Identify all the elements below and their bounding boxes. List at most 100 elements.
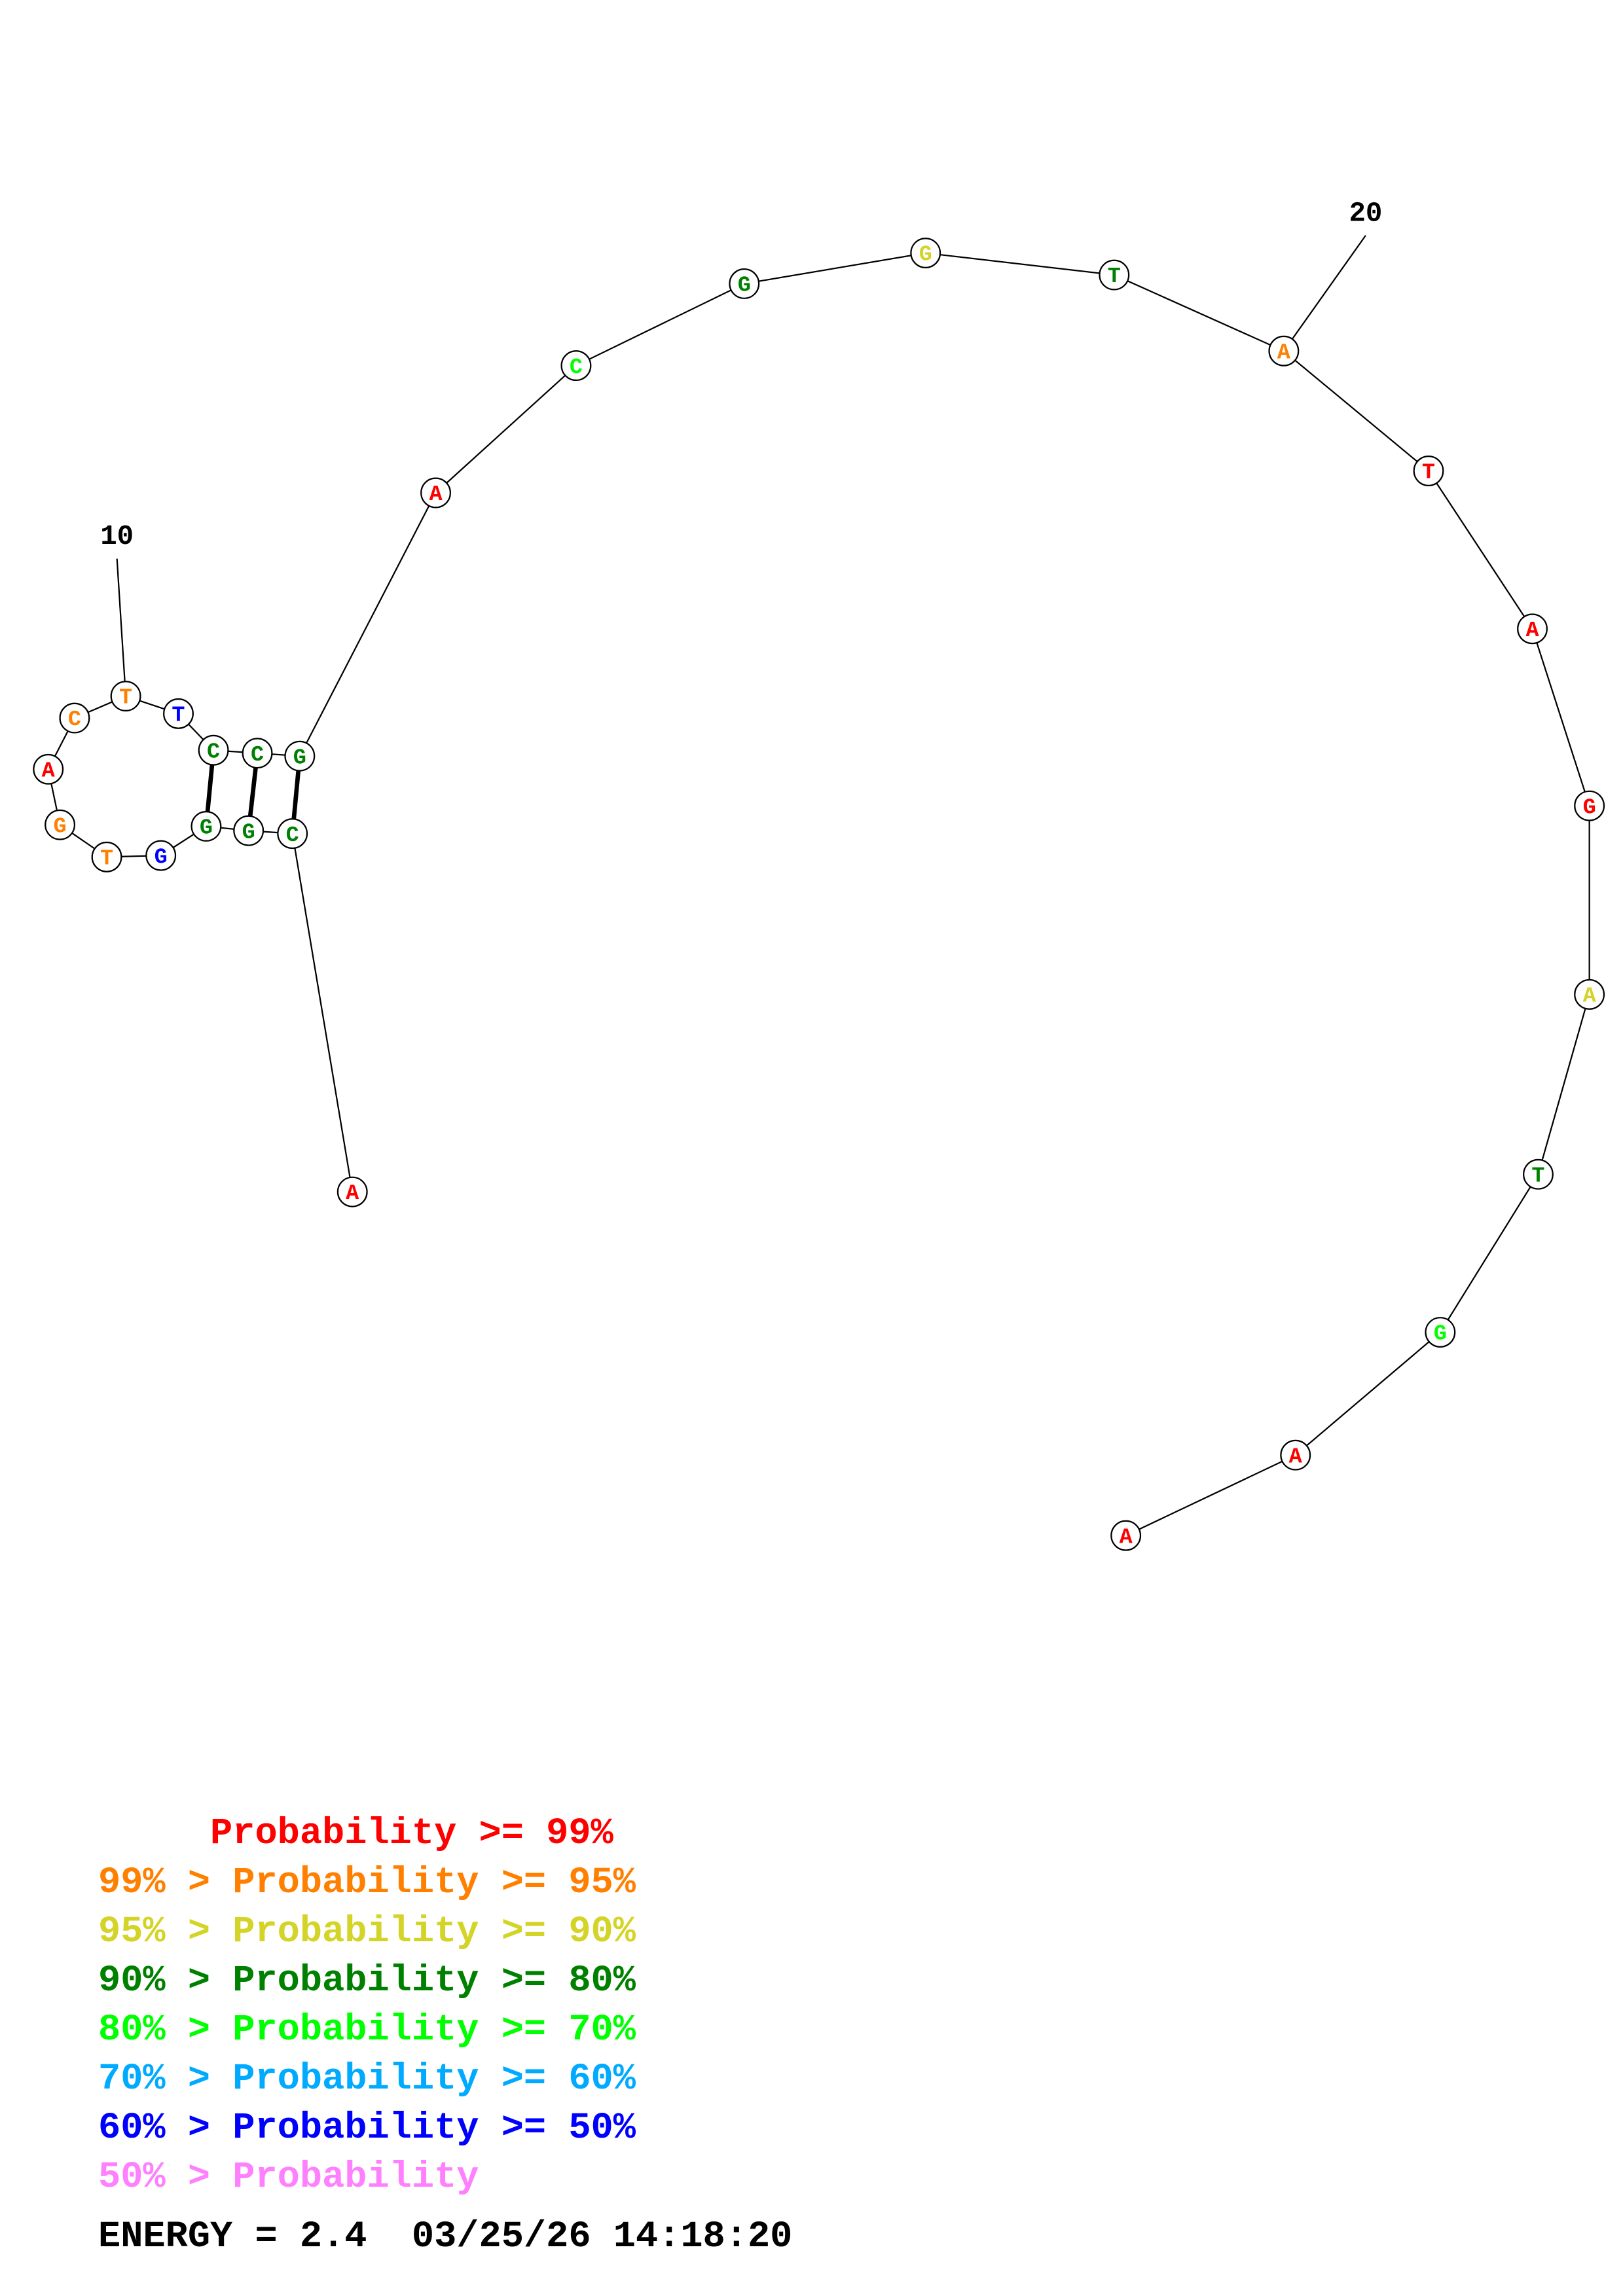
legend-line-50: 60% > Probability >= 50% bbox=[98, 2108, 636, 2149]
nucleotide: A bbox=[1110, 1520, 1142, 1551]
nucleotide: G bbox=[233, 815, 264, 846]
nucleotide-circle bbox=[242, 738, 273, 769]
nucleotide: A bbox=[1268, 335, 1300, 367]
nucleotide-circle bbox=[284, 740, 316, 772]
nucleotide-circle bbox=[163, 698, 194, 729]
backbone-link bbox=[925, 252, 1114, 276]
nucleotide: A bbox=[1517, 613, 1548, 645]
position-tick bbox=[116, 558, 127, 696]
nucleotide-circle bbox=[91, 841, 122, 872]
energy-timestamp: ENERGY = 2.4 03/25/26 14:18:20 bbox=[98, 2216, 793, 2258]
nucleotide: T bbox=[1413, 456, 1444, 486]
nucleotide: T bbox=[91, 841, 122, 872]
legend-line-below-50: 50% > Probability bbox=[98, 2157, 479, 2198]
nucleotide: G bbox=[191, 810, 222, 842]
nucleotide-base: A bbox=[1277, 340, 1291, 365]
backbone-link bbox=[291, 833, 354, 1193]
nucleotide-circle bbox=[59, 702, 90, 734]
nucleotide-base: G bbox=[200, 816, 213, 841]
nucleotide-circle bbox=[337, 1176, 368, 1208]
backbone-link bbox=[1125, 1454, 1296, 1537]
backbone-link bbox=[1531, 628, 1590, 806]
nucleotide-circle bbox=[233, 815, 264, 846]
nucleotide-circle bbox=[1425, 1317, 1456, 1348]
legend-and-footer: Probability >= 99% 99% > Probability >= 9… bbox=[98, 1810, 792, 2260]
nucleotide-circle bbox=[198, 734, 229, 766]
nucleotide: G bbox=[1574, 790, 1605, 821]
backbone-link bbox=[1439, 1174, 1539, 1333]
nucleotide-circle bbox=[420, 477, 451, 509]
nucleotide-circle bbox=[1523, 1158, 1554, 1190]
backbone-link bbox=[1283, 350, 1429, 472]
nucleotide-circle bbox=[45, 809, 76, 840]
nucleotide-base: T bbox=[1108, 264, 1121, 289]
backbone-link bbox=[1428, 470, 1533, 630]
legend-line-80: 90% > Probability >= 80% bbox=[98, 1960, 636, 2002]
nucleotide-base: G bbox=[293, 745, 306, 770]
backbone-link bbox=[575, 283, 745, 367]
nucleotide-circle bbox=[1574, 978, 1605, 1010]
nucleotide-circle bbox=[729, 268, 760, 299]
legend-line-99: Probability >= 99% bbox=[98, 1813, 613, 1855]
position-label: 10 bbox=[100, 521, 134, 552]
nucleotide-base: C bbox=[207, 740, 220, 764]
nucleotide-base: T bbox=[1422, 461, 1435, 486]
legend-line-70: 80% > Probability >= 70% bbox=[98, 2009, 636, 2051]
backbone-link bbox=[1537, 994, 1590, 1175]
nucleotide: T bbox=[110, 681, 141, 712]
nucleotide-base: G bbox=[155, 845, 168, 870]
nucleotide: A bbox=[1574, 978, 1605, 1010]
nucleotide-base: A bbox=[429, 482, 443, 507]
nucleotide-circle bbox=[145, 840, 177, 871]
nucleotide-base: T bbox=[1531, 1164, 1544, 1189]
nucleotide-base: T bbox=[100, 847, 113, 872]
nucleotide-base: T bbox=[119, 686, 132, 711]
nucleotide-circle bbox=[1280, 1439, 1311, 1471]
backbone-link bbox=[1295, 1331, 1441, 1456]
nucleotide: A bbox=[1280, 1439, 1311, 1471]
legend-line-95: 99% > Probability >= 95% bbox=[98, 1862, 636, 1904]
backbone-link bbox=[435, 365, 577, 493]
nucleotide: T bbox=[1099, 259, 1130, 291]
nucleotide: A bbox=[337, 1176, 368, 1208]
nucleotide: C bbox=[277, 818, 308, 850]
nucleotide-circle bbox=[33, 753, 64, 785]
nucleotide-circle bbox=[910, 238, 941, 269]
nucleotide-base: A bbox=[1289, 1444, 1303, 1469]
nucleotide-circle bbox=[1413, 456, 1444, 486]
backbone-link bbox=[299, 492, 437, 757]
nucleotide-base: G bbox=[242, 820, 255, 845]
nucleotide-base: C bbox=[570, 355, 583, 380]
backbone-link bbox=[1114, 274, 1285, 352]
nucleotide-circle bbox=[560, 350, 592, 382]
nucleotide: G bbox=[910, 238, 941, 269]
nucleotide-base: G bbox=[738, 274, 751, 298]
nucleotide-base: G bbox=[1583, 795, 1596, 820]
nucleotide-base: A bbox=[1525, 619, 1539, 643]
nucleotide: G bbox=[729, 268, 760, 299]
nucleotide: A bbox=[420, 477, 451, 509]
position-tick bbox=[1283, 235, 1366, 351]
nucleotide: C bbox=[242, 738, 273, 769]
nucleotide-circle bbox=[1268, 335, 1300, 367]
nucleotide: A bbox=[33, 753, 64, 785]
nucleotide: G bbox=[284, 740, 316, 772]
legend-line-60: 70% > Probability >= 60% bbox=[98, 2058, 636, 2100]
nucleotide-circle bbox=[110, 681, 141, 712]
nucleotide-circle bbox=[1099, 259, 1130, 291]
nucleotide-base: G bbox=[54, 814, 67, 839]
nucleotide-circle bbox=[277, 818, 308, 850]
legend-line-90: 95% > Probability >= 90% bbox=[98, 1911, 636, 1953]
nucleotide-base: A bbox=[1120, 1525, 1133, 1550]
nucleotide-base: C bbox=[251, 743, 264, 768]
nucleotide-base: A bbox=[42, 759, 56, 783]
nucleotide-base: G bbox=[919, 243, 932, 268]
nucleotide: C bbox=[560, 350, 592, 382]
nucleotide: G bbox=[45, 809, 76, 840]
nucleotide-base: A bbox=[346, 1181, 359, 1206]
nucleotide: G bbox=[1425, 1317, 1456, 1348]
probability-legend: Probability >= 99% 99% > Probability >= 9… bbox=[98, 1810, 792, 2202]
backbone-link bbox=[744, 252, 926, 285]
nucleotide-circle bbox=[1574, 790, 1605, 821]
